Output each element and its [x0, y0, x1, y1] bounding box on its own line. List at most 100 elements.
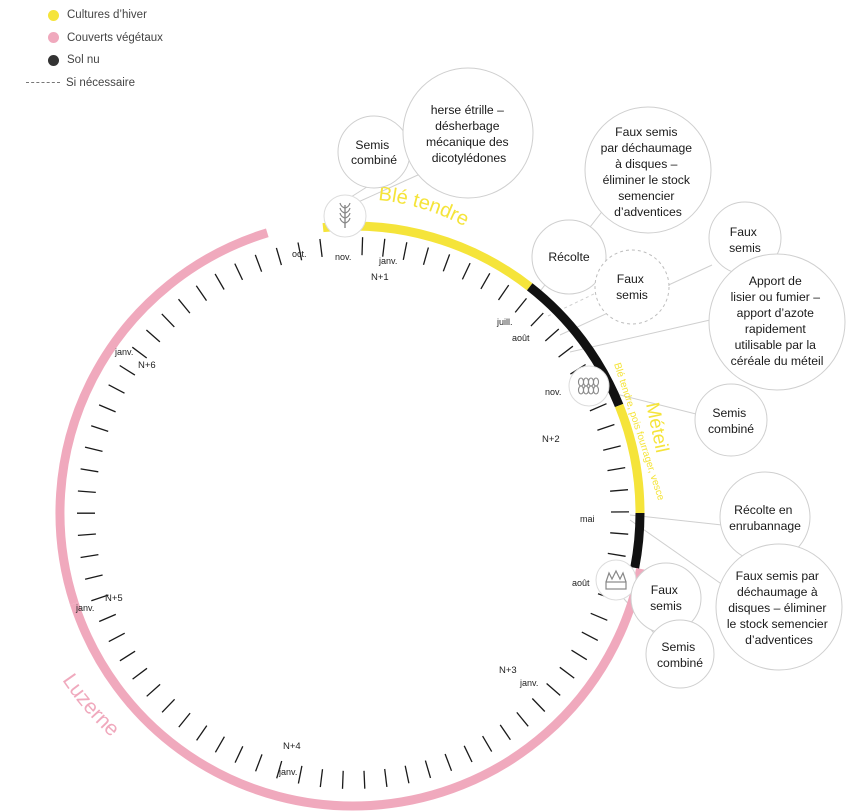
bubble-circle [694, 383, 768, 457]
timeline-tick [161, 313, 175, 328]
operation-bubble-semis-combine-1: Semis combiné [337, 115, 411, 189]
operation-bubble-faux-semis-optional: Faux semis [594, 249, 670, 325]
month-label: oct. [292, 249, 307, 259]
bubble-label: Récolte en enrubannage [729, 503, 801, 533]
operation-bubble-recolte: Récolte [531, 219, 607, 295]
timeline-tick [516, 711, 529, 727]
bubble-circle [531, 219, 607, 295]
timeline-ticks [77, 237, 630, 789]
year-label: N+4 [283, 741, 301, 752]
timeline-tick [422, 247, 430, 265]
harvest-icon [595, 559, 637, 601]
bubble-line: Récolte [548, 250, 590, 264]
year-label: N+5 [105, 593, 123, 604]
bubble-line: Faux semis par [736, 569, 819, 583]
timeline-tick [131, 346, 148, 359]
bubble-line: déchaumage à [737, 585, 818, 599]
timeline-tick [442, 254, 451, 272]
bubble-label: Faux semis par déchaumage à disques – él… [727, 569, 831, 647]
timeline-tick [581, 631, 599, 641]
timeline-tick [297, 765, 303, 784]
timeline-tick [482, 735, 493, 752]
timeline-tick [571, 649, 588, 661]
bubble-line: semis [729, 241, 761, 255]
timeline-tick [146, 683, 161, 697]
bubble-line: utilisable par la [735, 338, 817, 352]
month-label: janv. [378, 256, 397, 266]
bubble-line: Faux [651, 583, 678, 597]
bubble-line: par déchaumage [601, 141, 693, 155]
timeline-tick [80, 468, 99, 473]
bubble-line: apport d’azote [737, 306, 814, 320]
timeline-tick [275, 247, 283, 266]
timeline-tick [463, 745, 473, 763]
year-label: N+1 [371, 272, 389, 283]
timeline-tick [80, 553, 99, 559]
month-label: nov. [545, 387, 561, 397]
timeline-tick [254, 254, 263, 272]
connector-line [629, 519, 731, 591]
year-label: N+6 [138, 360, 156, 371]
timeline-tick [559, 666, 575, 679]
bubble-line: à disques – [615, 157, 678, 171]
legend-label: Sol nu [67, 54, 100, 67]
timeline-tick [531, 698, 546, 712]
bubble-line: d’adventices [745, 633, 813, 647]
bubble-circle [584, 106, 712, 234]
bubble-label: Semis combiné [657, 640, 703, 670]
timeline-tick [603, 445, 621, 451]
timeline-tick [77, 490, 96, 494]
meteil-grain-icon [568, 365, 610, 407]
month-label: juill. [496, 317, 513, 327]
operation-bubble-herse-etrille: herse étrille – désherbage mécanique des… [402, 67, 534, 199]
timeline-tick [84, 574, 103, 580]
bubble-label: Faux semis par déchaumage à disques – él… [601, 125, 696, 219]
bubble-line: Semis [661, 640, 695, 654]
timeline-tick [589, 403, 607, 412]
month-label: nov. [335, 252, 351, 262]
ring-segment-meteil [614, 403, 645, 514]
timeline-tick [610, 532, 629, 535]
bubble-line: Faux [730, 225, 757, 239]
bubble-line: le stock semencier [727, 617, 828, 631]
month-label: août [572, 578, 590, 588]
bubble-line: désherbage [435, 119, 500, 133]
legend-swatch [48, 32, 59, 44]
month-label: août [512, 333, 530, 343]
timeline-tick [214, 273, 225, 290]
month-label: janv. [278, 767, 297, 777]
timeline-tick [178, 712, 191, 728]
timeline-tick [361, 237, 364, 256]
timeline-tick [461, 262, 471, 280]
timeline-tick [234, 746, 244, 763]
ring-segment-luzerne-1 [70, 568, 646, 811]
operation-bubble-faux-semis-dechaumage: Faux semis par déchaumage à disques – él… [584, 106, 712, 234]
timeline-tick [234, 263, 244, 281]
bubble-line: céréale du méteil [731, 354, 824, 368]
bubble-line: d’adventices [614, 205, 682, 219]
bubble-line: disques – éliminer [728, 601, 826, 615]
operation-bubble-semis-combine-2: Semis combiné [694, 383, 768, 457]
bubble-circle [645, 619, 715, 689]
timeline-tick [132, 667, 148, 680]
ring-segment-sol-nu-1 [526, 283, 624, 408]
timeline-tick [402, 242, 408, 261]
bubble-line: combiné [351, 153, 397, 167]
bubble-line: combiné [657, 656, 703, 670]
timeline-tick [610, 489, 629, 492]
bubble-line: enrubannage [729, 519, 801, 533]
month-label: mai [580, 514, 595, 524]
bubble-line: semencier [618, 189, 674, 203]
timeline-tick [384, 768, 388, 787]
ring-segment-sol-nu-2 [630, 512, 645, 569]
timeline-tick [196, 725, 208, 741]
timeline-tick [119, 650, 136, 662]
year-label: N+2 [542, 434, 560, 445]
legend-item-cover-crops: Couverts végétaux [48, 27, 163, 50]
timeline-tick [424, 760, 432, 779]
timeline-tick [607, 466, 626, 472]
timeline-tick [497, 284, 510, 301]
timeline-tick [195, 285, 208, 301]
icon-badge [568, 365, 610, 407]
